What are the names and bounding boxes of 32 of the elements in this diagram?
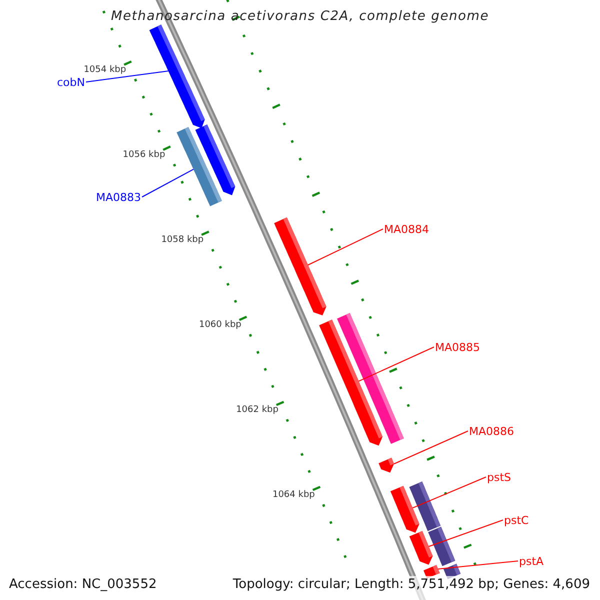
scale-label: 1060 kbp <box>198 320 242 332</box>
footer-text: Accession: NC_003552 <box>9 577 157 592</box>
scale-label: 1054 kbp <box>84 65 126 76</box>
footer-text: Topology: circular; Length: 5,751,492 bp; Genes: 4,609 <box>232 577 590 592</box>
gene-label: MA0884 <box>384 222 430 236</box>
gene-segment <box>390 486 420 533</box>
gene-segment <box>195 124 236 196</box>
gene-segment <box>409 531 433 565</box>
gene-label: MA0883 <box>96 190 142 204</box>
gene-segment <box>149 24 205 128</box>
gene-segment <box>319 320 382 446</box>
gene-label: cobN <box>57 76 85 88</box>
leader-line <box>438 560 518 570</box>
gene-segment <box>378 458 394 473</box>
gene-label: pstS <box>487 470 512 484</box>
gene-label: pstA <box>519 554 544 568</box>
scale-label: 1058 kbp <box>161 235 204 246</box>
gene-segment <box>274 217 326 316</box>
leader-line <box>428 520 504 547</box>
title-text: Methanosarcina acetivorans C2A, complete genome <box>110 9 490 24</box>
gene-label: pstC <box>504 514 529 526</box>
scale-label: 1062 kbp <box>236 405 278 416</box>
scale-label: 1064 kbp <box>272 490 315 502</box>
gene-label: MA0885 <box>435 340 480 354</box>
leader-line <box>307 228 384 266</box>
leader-line <box>86 70 169 82</box>
leader-line <box>358 346 434 382</box>
leader-line <box>394 430 468 464</box>
scale-label: 1056 kbp <box>122 150 166 162</box>
gene-segment <box>428 526 456 566</box>
gene-label: MA0886 <box>469 424 514 438</box>
leader-line <box>412 476 486 508</box>
